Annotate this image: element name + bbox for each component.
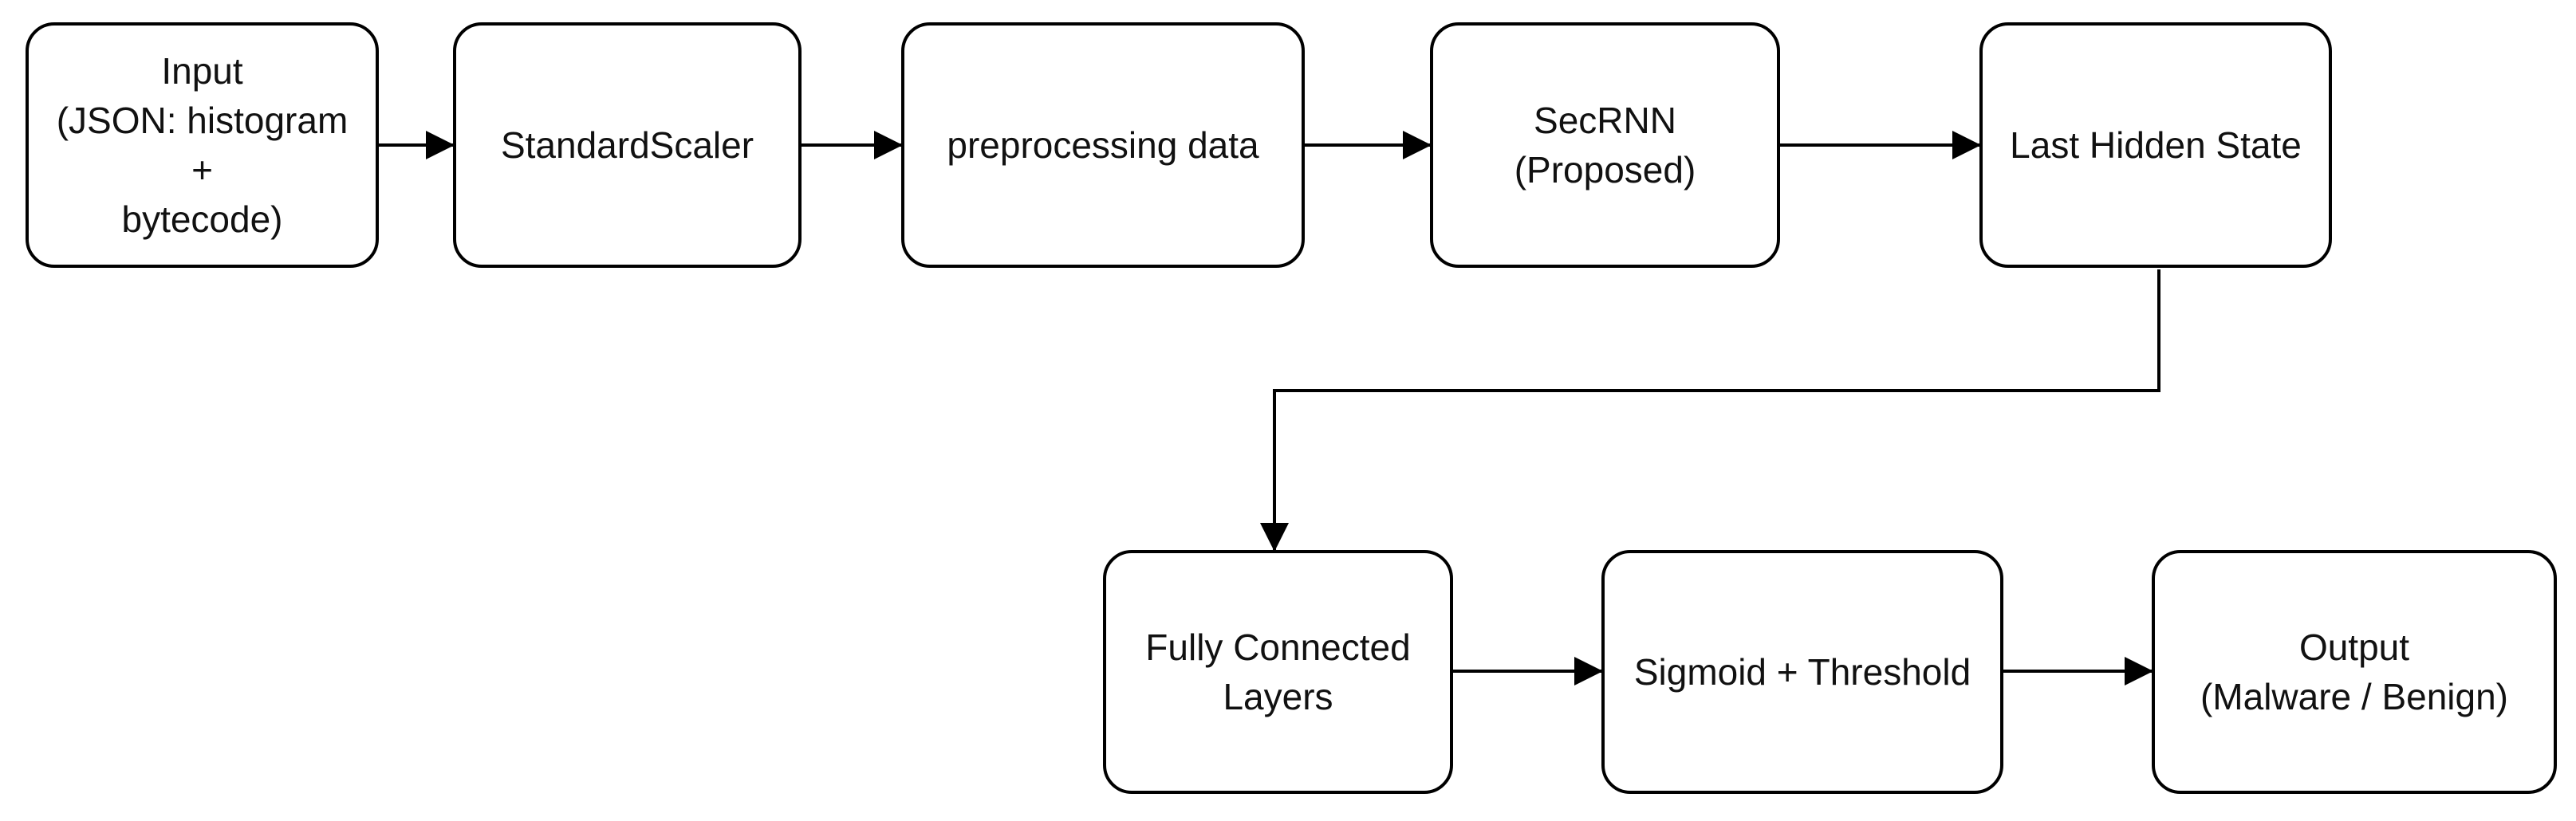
- node-last-hidden-state: Last Hidden State: [1979, 22, 2332, 268]
- node-last-hidden-state-label: Last Hidden State: [2010, 124, 2302, 166]
- node-secrnn-label: SecRNN (Proposed): [1514, 99, 1696, 191]
- node-input: Input (JSON: histogram + bytecode): [26, 22, 379, 268]
- node-input-label: Input (JSON: histogram + bytecode): [56, 49, 349, 241]
- node-standard-scaler: StandardScaler: [453, 22, 802, 268]
- node-preprocessing-data-label: preprocessing data: [947, 124, 1259, 166]
- node-standard-scaler-label: StandardScaler: [500, 124, 754, 166]
- node-output-label: Output (Malware / Benign): [2200, 626, 2509, 717]
- arrow-last-hidden-state-to-fully-connected: [1260, 269, 2160, 552]
- node-preprocessing-data: preprocessing data: [901, 22, 1305, 268]
- node-fully-connected-layers-label: Fully Connected Layers: [1145, 626, 1411, 717]
- node-sigmoid-threshold-label: Sigmoid + Threshold: [1633, 650, 1971, 693]
- node-sigmoid-threshold: Sigmoid + Threshold: [1601, 550, 2003, 794]
- node-fully-connected-layers: Fully Connected Layers: [1103, 550, 1453, 794]
- node-secrnn: SecRNN (Proposed): [1430, 22, 1780, 268]
- node-output: Output (Malware / Benign): [2152, 550, 2557, 794]
